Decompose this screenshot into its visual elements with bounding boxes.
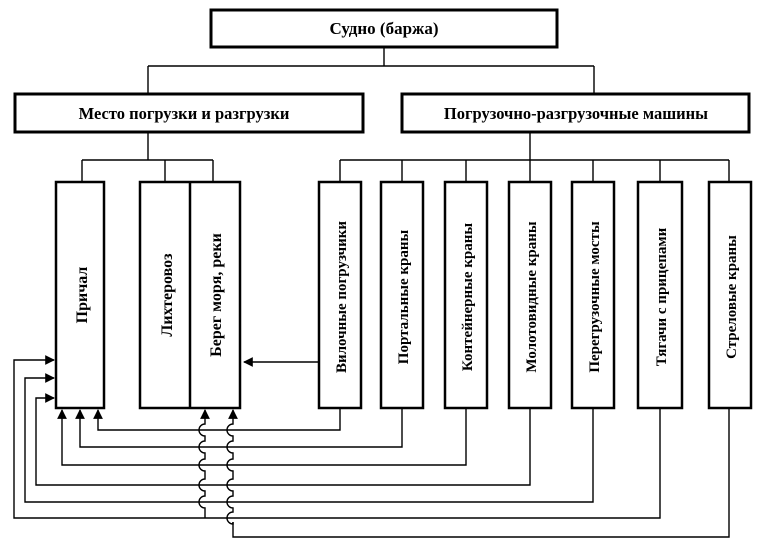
pier-box [54,180,106,410]
right-group-label: Погрузочно-разгрузочные машины [444,104,708,123]
hammerhead-crane-return-arrow [35,393,531,486]
lighter-crossing-coil [198,409,210,518]
jib-crane-box [707,180,753,410]
container-crane-box [443,180,489,410]
container-crane-label: Контейнерные краны [460,223,476,371]
tractor-trailer-box [636,180,684,410]
tractor-trailer-label: Тягачи с прицепами [654,227,670,366]
jib-crane-return-line [232,408,730,538]
coil-right-line [226,409,238,525]
left-group-label: Место погрузки и разгрузки [79,104,290,123]
coil-left-line [198,409,210,518]
lighter-label: Лихтеровоз [159,253,176,337]
tractor-trailer-return-arrow [13,355,661,519]
transfer-bridge-return-arrow [24,373,594,503]
right-group-connector [339,132,730,182]
left-group-box [13,92,365,134]
right-group-box [400,92,751,134]
hammerhead-crane-box [507,180,553,410]
left-group-connector [81,132,214,182]
jib-crane-label: Стреловые краны [724,235,740,359]
transfer-bridge-label: Перегрузочные мосты [587,221,603,373]
portal-crane-return-arrow [75,408,403,448]
forklift-box [317,180,363,410]
shore-label: Берег моря, реки [208,233,225,357]
root-connector [147,47,595,94]
shore-crossing-coil [226,409,238,525]
forklift-return-arrow [93,408,341,431]
pier-label: Причал [74,267,91,324]
container-crane-return-arrow [57,408,467,466]
portal-crane-box [379,180,425,410]
portal-crane-label: Портальные краны [396,229,412,364]
root-label: Судно (баржа) [329,19,438,38]
hammerhead-crane-label: Молотовидные краны [524,221,540,372]
forklift-label: Вилочные погрузчики [334,221,350,373]
transfer-bridge-box [570,180,616,410]
